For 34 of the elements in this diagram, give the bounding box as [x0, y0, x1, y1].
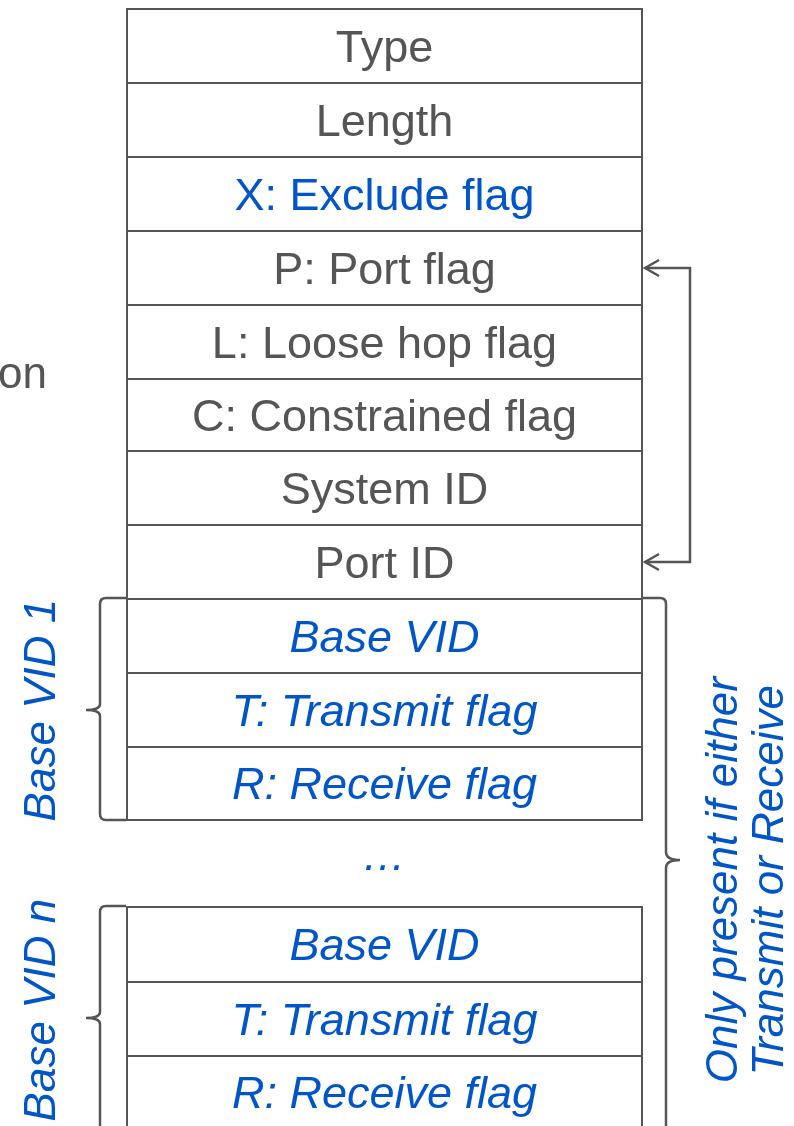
group-label: Base VID n [16, 898, 63, 1122]
field-name: T: Transmit flag [231, 996, 538, 1042]
field-row [126, 230, 643, 306]
side-text: on [0, 350, 47, 397]
field-row [126, 981, 643, 1057]
field-name: R: Receive flag [231, 1069, 538, 1115]
field-row [126, 524, 643, 600]
bracket-arrow [643, 258, 692, 572]
field-name: L: Loose hop flag [211, 319, 558, 365]
field-name: Base VID [289, 613, 480, 659]
field-name: R: Receive flag [231, 761, 538, 806]
field-row [126, 82, 643, 158]
field-row [126, 304, 643, 380]
ellipsis: … [362, 832, 406, 879]
field-name: X: Exclude flag [234, 171, 535, 217]
field-row [126, 906, 643, 983]
field-name: Length [315, 97, 454, 143]
field-name: T: Transmit flag [231, 687, 538, 733]
field-name: Type [335, 23, 434, 69]
field-row [126, 598, 643, 674]
group-label: Base VID 1 [16, 598, 63, 822]
field-row [126, 8, 643, 84]
field-name: Base VID [289, 922, 480, 967]
field-name: Port ID [314, 539, 455, 585]
note: Only present if either Transmit or Receive [698, 674, 792, 1086]
field-row [126, 672, 643, 748]
field-row [126, 156, 643, 232]
field-row [126, 746, 643, 821]
field-name: C: Constrained flag [191, 392, 578, 438]
field-name: System ID [280, 465, 489, 511]
field-row [126, 450, 643, 526]
field-row [126, 378, 643, 452]
field-row [126, 1055, 643, 1126]
field-name: P: Port flag [273, 245, 496, 291]
